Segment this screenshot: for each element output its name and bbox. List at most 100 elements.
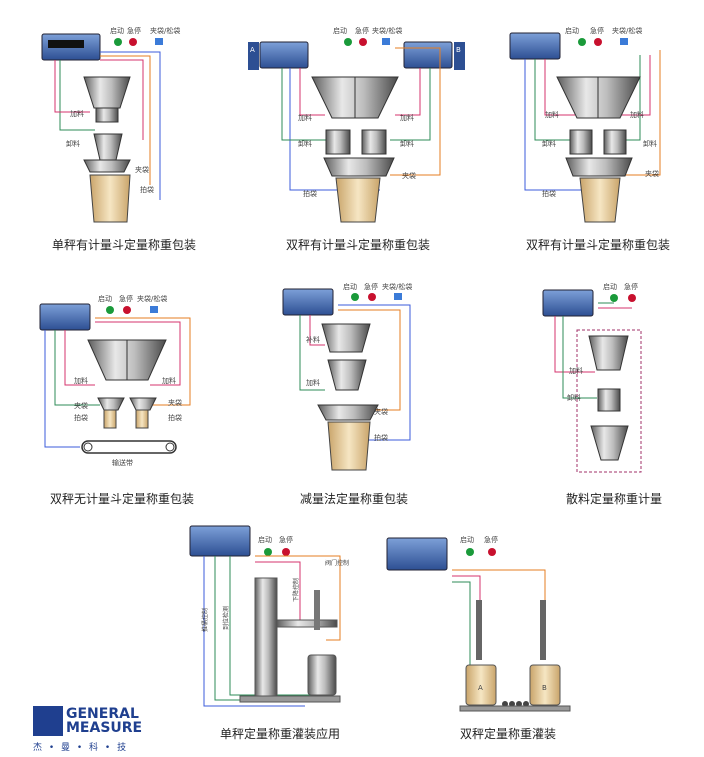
label-drum-a: A bbox=[478, 684, 483, 692]
label-clamp-release: 夹袋/松袋 bbox=[150, 26, 180, 35]
label-unload: 卸料 bbox=[66, 139, 80, 148]
label-clamp-a: 夹袋 bbox=[74, 401, 88, 410]
label-valve: 阀门控制 bbox=[325, 559, 349, 567]
scale-b-letter: B bbox=[456, 46, 461, 54]
label-lower: 下降控制 bbox=[292, 578, 300, 602]
indicator-a bbox=[260, 42, 308, 68]
label-start: 启动 bbox=[343, 282, 357, 291]
label-start: 启动 bbox=[603, 282, 617, 291]
start-button-icon bbox=[264, 548, 272, 556]
valve-icon bbox=[155, 38, 163, 45]
label-feed-a: 加料 bbox=[545, 110, 559, 119]
label-feed: 加料 bbox=[569, 366, 583, 375]
start-button-icon bbox=[610, 294, 618, 302]
diagram-dual-no-hopper: 启动 急停 夹袋/松袋 加料 加料 夹袋 夹袋 拍袋 拍袋 输送带 bbox=[40, 294, 190, 467]
label-clamp: 夹袋 bbox=[374, 407, 388, 416]
label-unload-a: 卸料 bbox=[298, 139, 312, 148]
valve-icon bbox=[382, 38, 390, 45]
label-lift: 推桶控制 bbox=[201, 608, 209, 632]
label-estop: 急停 bbox=[484, 535, 498, 544]
diagram-bulk: 启动 急停 加料 卸料 bbox=[543, 282, 641, 472]
indicator-display bbox=[48, 40, 84, 48]
start-button-icon bbox=[466, 548, 474, 556]
label-drum-b: B bbox=[542, 684, 547, 692]
estop-button-icon bbox=[129, 38, 137, 46]
roller-icon bbox=[166, 443, 174, 451]
start-button-icon bbox=[351, 293, 359, 301]
caption-4: 双秤无计量斗定量称重包装 bbox=[50, 490, 194, 507]
label-estop: 急停 bbox=[624, 282, 638, 291]
label-feed-b: 加料 bbox=[400, 113, 414, 122]
caption-2: 双秤有计量斗定量称重包装 bbox=[286, 236, 430, 253]
label-unload: 卸料 bbox=[567, 393, 581, 402]
label-clamp: 夹袋 bbox=[402, 171, 416, 180]
estop-button-icon bbox=[359, 38, 367, 46]
label-clamp-release: 夹袋/松袋 bbox=[137, 294, 167, 303]
caption-5: 减量法定量称重包装 bbox=[300, 490, 408, 507]
label-pat-a: 拍袋 bbox=[74, 413, 88, 422]
label-pat: 拍袋 bbox=[374, 433, 388, 442]
label-estop: 急停 bbox=[279, 535, 293, 544]
conveyor-belt bbox=[82, 441, 176, 453]
diagram-subtraction: 启动 急停 夹袋/松袋 补料 加料 夹袋 拍袋 bbox=[283, 282, 412, 470]
indicator bbox=[543, 290, 593, 316]
drum bbox=[308, 655, 336, 695]
filling-column bbox=[255, 578, 277, 696]
diagram-dual-scale-1: A B 启动 急停 夹袋/松袋 加料 加料 卸料 卸料 夹袋 拍袋 bbox=[248, 26, 465, 222]
brand-logo: GENERAL MEASURE 杰 • 曼 • 科 • 技 bbox=[33, 706, 151, 752]
label-estop: 急停 bbox=[355, 26, 369, 35]
label-unload-a: 卸料 bbox=[542, 139, 556, 148]
label-start: 启动 bbox=[333, 26, 347, 35]
estop-button-icon bbox=[123, 306, 131, 314]
indicator bbox=[283, 289, 333, 315]
start-button-icon bbox=[344, 38, 352, 46]
indicator-b bbox=[404, 42, 452, 68]
label-clamp: 夹袋 bbox=[645, 169, 659, 178]
diagram-single-filling: 启动 急停 阀门控制 推桶控制 到位检测 下降控制 bbox=[190, 526, 349, 706]
label-feed: 加料 bbox=[306, 378, 320, 387]
label-start: 启动 bbox=[460, 535, 474, 544]
label-unload-b: 卸料 bbox=[643, 139, 657, 148]
label-estop: 急停 bbox=[119, 294, 133, 303]
label-unload-b: 卸料 bbox=[400, 139, 414, 148]
label-clamp-release: 夹袋/松袋 bbox=[372, 26, 402, 35]
valve-icon bbox=[150, 306, 158, 313]
diagram-dual-filling: 启动 急停 A B bbox=[387, 535, 570, 711]
label-pat: 拍袋 bbox=[542, 189, 556, 198]
start-button-icon bbox=[578, 38, 586, 46]
roller-icon bbox=[84, 443, 92, 451]
label-pat-b: 拍袋 bbox=[168, 413, 182, 422]
logo-line2: MEASURE bbox=[66, 721, 142, 735]
label-start: 启动 bbox=[565, 26, 579, 35]
label-clamp-release: 夹袋/松袋 bbox=[612, 26, 642, 35]
caption-1: 单秤有计量斗定量称重包装 bbox=[52, 236, 196, 253]
label-pat: 拍袋 bbox=[140, 185, 154, 194]
caption-7: 单秤定量称重灌装应用 bbox=[220, 725, 340, 742]
estop-button-icon bbox=[628, 294, 636, 302]
caption-8: 双秤定量称重灌装 bbox=[460, 725, 556, 742]
label-feed-b: 加料 bbox=[162, 376, 176, 385]
label-pos: 到位检测 bbox=[222, 606, 230, 630]
brand-mark-icon bbox=[33, 706, 63, 736]
diagram-single-scale: 启动 急停 夹袋/松袋 加料 卸料 夹袋 拍袋 bbox=[42, 26, 180, 222]
start-button-icon bbox=[114, 38, 122, 46]
label-start: 启动 bbox=[110, 26, 124, 35]
label-estop: 急停 bbox=[127, 26, 141, 35]
estop-button-icon bbox=[282, 548, 290, 556]
label-start: 启动 bbox=[98, 294, 112, 303]
valve-icon bbox=[620, 38, 628, 45]
indicator bbox=[387, 538, 447, 570]
diagram-dual-scale-2: 启动 急停 夹袋/松袋 加料 加料 卸料 卸料 夹袋 拍袋 bbox=[510, 26, 660, 222]
logo-line1: GENERAL bbox=[66, 707, 139, 721]
logo-cn: 杰 • 曼 • 科 • 技 bbox=[33, 740, 128, 753]
estop-button-icon bbox=[368, 293, 376, 301]
caption-6: 散料定量称重计量 bbox=[566, 490, 662, 507]
caption-3: 双秤有计量斗定量称重包装 bbox=[526, 236, 670, 253]
estop-button-icon bbox=[594, 38, 602, 46]
scale-a-letter: A bbox=[250, 46, 255, 54]
indicator bbox=[190, 526, 250, 556]
label-refill: 补料 bbox=[306, 335, 320, 344]
label-pat: 拍袋 bbox=[303, 189, 317, 198]
estop-button-icon bbox=[488, 548, 496, 556]
label-feed-a: 加料 bbox=[298, 113, 312, 122]
